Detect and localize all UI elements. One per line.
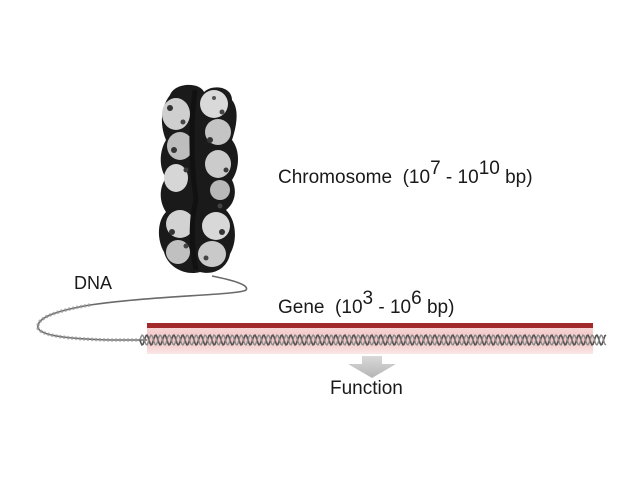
dna-strand-b: [139, 334, 607, 346]
gene-unit: bp): [421, 297, 455, 318]
gene-exp-high: 6: [411, 288, 422, 309]
chromosome-unit: bp): [499, 167, 533, 188]
dna-strand-a: [139, 333, 607, 347]
dna-label: DNA: [74, 273, 113, 293]
chromosome-exp-high: 10: [478, 158, 500, 179]
dna-helix: [139, 333, 607, 347]
gene-range-sep: - 10: [373, 297, 412, 318]
function-label: Function: [330, 378, 403, 399]
chromosome-exp-low: 7: [430, 158, 441, 179]
chromosome-name: Chromosome: [278, 167, 393, 188]
chromosome-range-sep: - 10: [440, 167, 479, 188]
chromosome-illustration: [158, 84, 238, 274]
gene-label: Gene (103 - 106 bp): [278, 289, 455, 318]
chromosome-label: Chromosome (107 - 1010 bp): [278, 159, 533, 188]
chromosome-size-open: (10: [402, 167, 431, 188]
down-arrow-icon: [348, 356, 396, 378]
gene-exp-low: 3: [362, 288, 374, 309]
gene-bar: [147, 323, 593, 328]
gene-name: Gene: [278, 297, 325, 318]
gene-size-open: (10: [335, 297, 363, 318]
dna-tail-shade: [36, 303, 147, 342]
